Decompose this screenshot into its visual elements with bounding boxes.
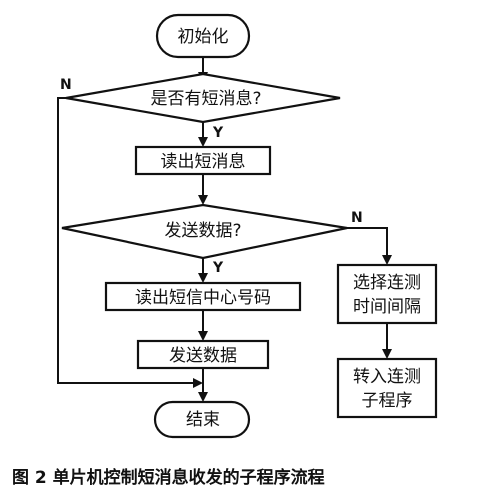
- node-select-interval-line-2: 时间间隔: [353, 297, 421, 317]
- node-goto-subprogram: 转入连测 子程序: [336, 357, 438, 419]
- node-init-label: 初始化: [178, 27, 229, 47]
- arrowhead: [198, 273, 208, 283]
- arrowhead: [193, 378, 203, 388]
- node-send-data-decision: 发送数据?: [61, 203, 348, 260]
- node-read-center-number-label: 读出短信中心号码: [135, 288, 271, 308]
- node-init: 初始化: [155, 13, 251, 59]
- node-goto-subprogram-line-2: 子程序: [362, 391, 413, 411]
- arrowhead: [198, 392, 208, 402]
- arrowhead: [198, 195, 208, 205]
- node-has-message-decision: 是否有短消息?: [65, 72, 341, 124]
- node-read-message: 读出短消息: [134, 145, 272, 176]
- branch-label-has-message-yes: Y: [212, 125, 224, 141]
- node-has-message-label: 是否有短消息?: [150, 89, 261, 109]
- arrowhead: [382, 349, 392, 359]
- node-send-data-label: 发送数据: [169, 346, 237, 366]
- arrowhead: [198, 331, 208, 341]
- node-read-message-label: 读出短消息: [161, 152, 246, 172]
- node-read-center-number: 读出短信中心号码: [104, 281, 302, 312]
- node-send-data: 发送数据: [136, 339, 270, 370]
- branch-label-has-message-no: N: [60, 77, 72, 93]
- node-send-data-decision-label: 发送数据?: [164, 221, 241, 241]
- node-end-label: 结束: [186, 410, 220, 430]
- edge-has-message-no: [57, 97, 196, 384]
- arrowhead: [382, 255, 392, 265]
- branch-label-send-data-no: N: [351, 210, 363, 226]
- node-select-interval-line-1: 选择连测: [353, 273, 421, 293]
- connectors: [57, 57, 388, 394]
- figure-caption: 图 2 单片机控制短消息收发的子程序流程: [12, 467, 325, 488]
- edge-send-decision-no: [347, 227, 388, 257]
- arrowhead: [198, 137, 208, 147]
- node-goto-subprogram-line-1: 转入连测: [353, 367, 421, 387]
- branch-label-send-data-yes: Y: [212, 260, 224, 276]
- node-select-interval: 选择连测 时间间隔: [336, 263, 438, 325]
- node-end: 结束: [153, 400, 251, 439]
